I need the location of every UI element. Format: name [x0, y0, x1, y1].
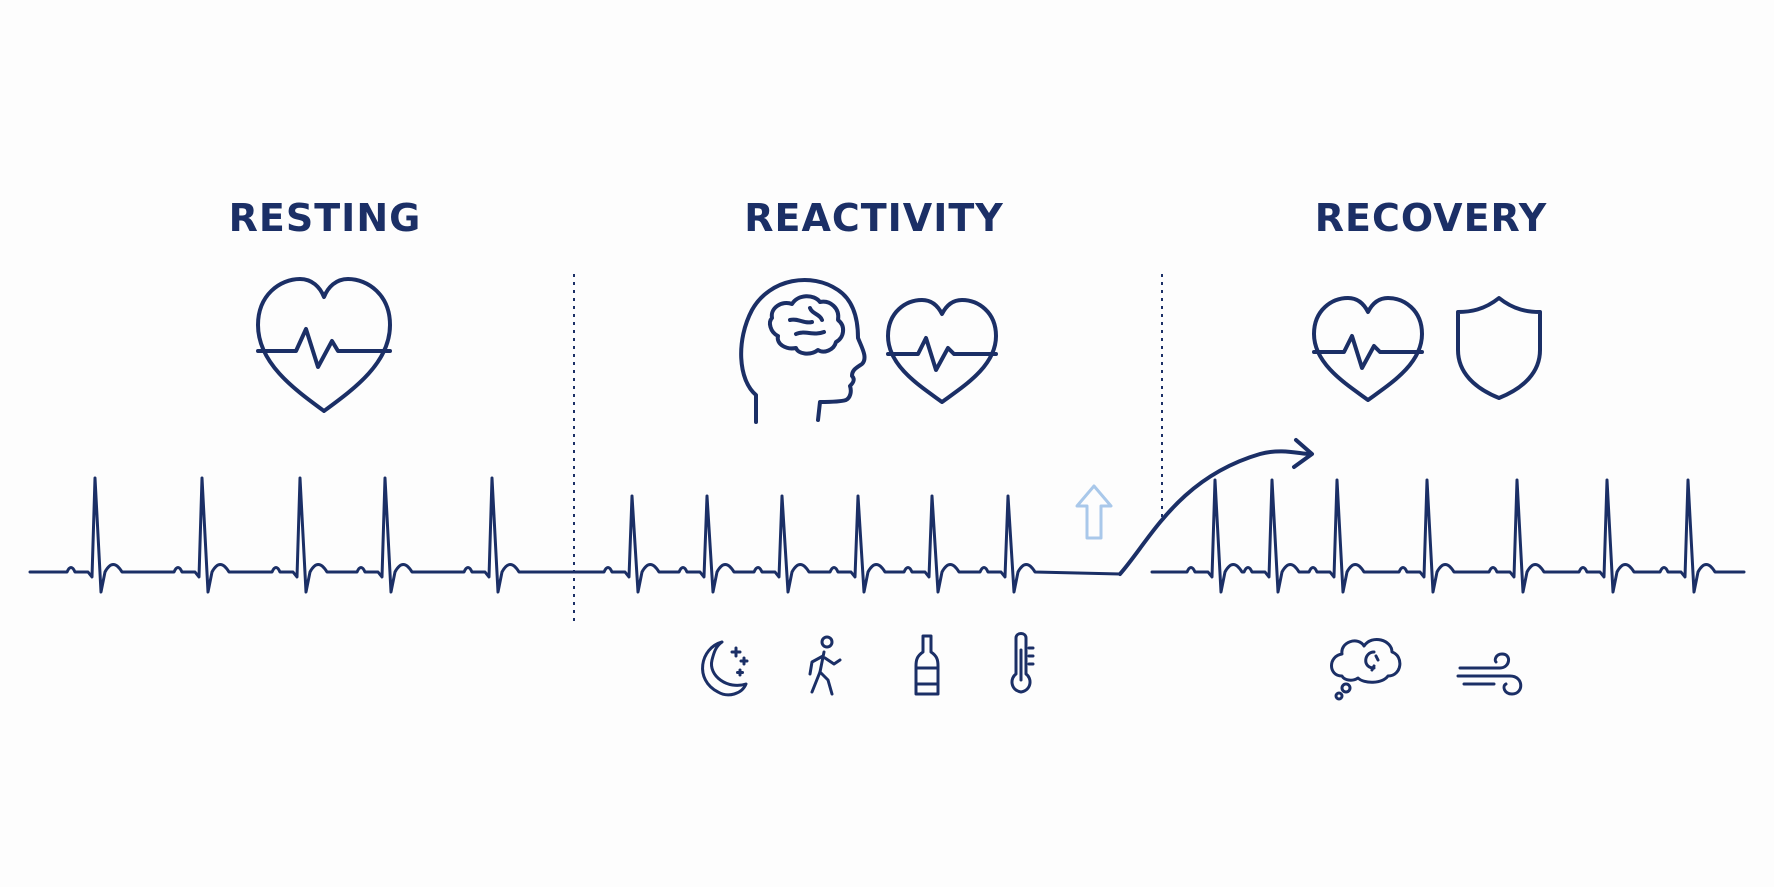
wind-icon [1456, 652, 1523, 696]
curved-arrow-icon [1118, 438, 1314, 576]
moon-stars-icon [701, 640, 749, 697]
bottle-icon [914, 634, 940, 696]
thought-cloud-icon [1330, 637, 1402, 701]
section-title-reactivity: REACTIVITY [744, 196, 1004, 240]
section-title-recovery: RECOVERY [1315, 196, 1547, 240]
section-title-resting: RESTING [229, 196, 422, 240]
up-arrow-icon [1075, 484, 1113, 540]
thermometer-icon [1010, 632, 1035, 694]
heart-pulse-icon [256, 277, 392, 413]
brain-head-icon [739, 277, 867, 424]
walking-person-icon [808, 635, 842, 696]
shield-icon [1456, 296, 1542, 400]
heart-pulse-icon [886, 298, 998, 404]
heart-pulse-icon [1312, 296, 1424, 402]
ecg-waveform-line [28, 476, 1746, 594]
